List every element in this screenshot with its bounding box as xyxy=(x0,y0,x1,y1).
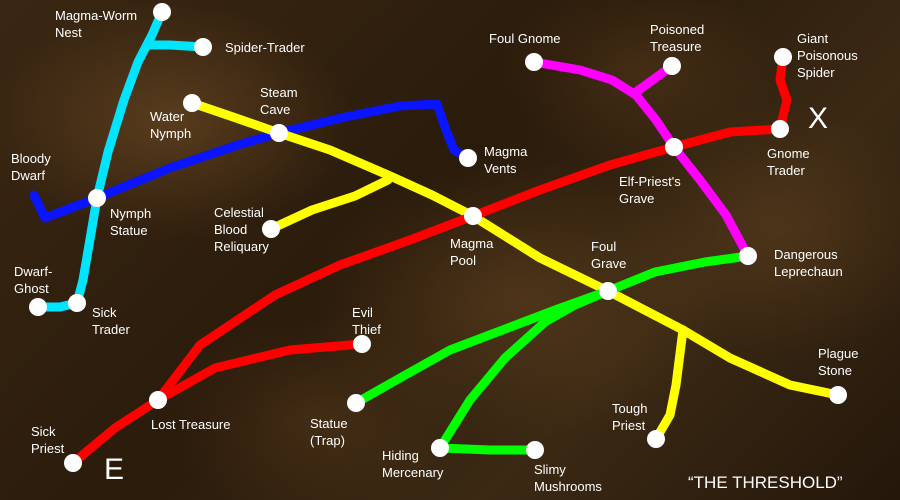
station-node-lost-treasure xyxy=(149,391,167,409)
end-marker: E xyxy=(104,453,125,486)
station-label-bloody-dwarf: Bloody Dwarf xyxy=(11,151,51,183)
station-node-dwarf-ghost xyxy=(29,298,47,316)
station-label-sick-trader: Sick Trader xyxy=(92,305,130,337)
station-label-steam-cave: Steam Cave xyxy=(260,85,298,117)
station-label-evil-thief: Evil Thief xyxy=(352,305,381,337)
station-node-foul-gnome xyxy=(525,53,543,71)
station-node-giant-poisonous-spider xyxy=(774,48,792,66)
station-label-dwarf-ghost: Dwarf- Ghost xyxy=(14,264,53,296)
station-node-magma-worm-nest xyxy=(153,3,171,21)
station-label-lost-treasure: Lost Treasure xyxy=(151,417,231,432)
station-node-slimy-mushrooms xyxy=(526,441,544,459)
station-label-foul-grave: Foul Grave xyxy=(591,239,627,271)
station-node-magma-pool xyxy=(464,207,482,225)
station-label-nymph-statue: Nymph Statue xyxy=(110,206,152,238)
station-node-statue-trap xyxy=(347,394,365,412)
station-label-plague-stone: Plague Stone xyxy=(818,346,859,378)
blue-line xyxy=(29,99,473,223)
station-node-steam-cave xyxy=(270,124,288,142)
red-branch xyxy=(153,339,367,405)
station-label-giant-poisonous-spider: Giant Poisonous Spider xyxy=(797,31,858,80)
yellow-branch-reliquary xyxy=(266,175,393,234)
station-nodes xyxy=(29,3,847,472)
station-label-slimy-mushrooms: Slimy Mushrooms xyxy=(534,462,602,494)
station-node-sick-trader xyxy=(68,294,86,312)
cyan-line xyxy=(33,7,167,312)
station-label-gnome-trader: Gnome Trader xyxy=(767,146,810,178)
yellow-branch-priest xyxy=(651,325,688,444)
start-marker: X xyxy=(808,102,829,135)
green-branch xyxy=(435,286,613,455)
station-node-elf-priests-grave xyxy=(665,138,683,156)
station-node-magma-vents xyxy=(459,149,477,167)
station-node-evil-thief xyxy=(353,335,371,353)
green-line xyxy=(351,251,753,408)
station-node-foul-grave xyxy=(599,282,617,300)
station-label-celestial-blood-reliquary: Celestial Blood Reliquary xyxy=(214,205,269,254)
cyan-branch xyxy=(143,40,208,52)
station-node-spider-trader xyxy=(194,38,212,56)
station-node-hiding-mercenary xyxy=(431,439,449,457)
station-node-dangerous-leprechaun xyxy=(739,247,757,265)
station-label-poisoned-treasure: Poisoned Treasure xyxy=(650,22,705,54)
magenta-line xyxy=(529,57,753,261)
station-node-water-nymph xyxy=(183,94,201,112)
station-label-magma-worm-nest: Magma-Worm Nest xyxy=(55,8,138,40)
station-label-magma-vents: Magma Vents xyxy=(484,144,528,176)
station-label-hiding-mercenary: Hiding Mercenary xyxy=(382,448,444,480)
station-label-dangerous-leprechaun: Dangerous Leprechaun xyxy=(774,247,843,279)
station-node-plague-stone xyxy=(829,386,847,404)
station-label-tough-priest: Tough Priest xyxy=(612,401,648,433)
station-node-gnome-trader xyxy=(771,120,789,138)
station-node-sick-priest xyxy=(64,454,82,472)
red-line xyxy=(68,52,792,468)
map-title: “THE THRESHOLD” xyxy=(688,473,843,492)
station-label-water-nymph: Water Nymph xyxy=(150,109,192,141)
station-label-foul-gnome: Foul Gnome xyxy=(489,31,561,46)
station-label-spider-trader: Spider-Trader xyxy=(225,40,305,55)
station-label-sick-priest: Sick Priest xyxy=(31,424,65,456)
station-node-tough-priest xyxy=(647,430,665,448)
station-node-celestial-blood-reliquary xyxy=(262,220,280,238)
station-label-statue-trap: Statue (Trap) xyxy=(310,416,348,448)
station-node-poisoned-treasure xyxy=(663,57,681,75)
station-label-elf-priests-grave: Elf-Priest's Grave xyxy=(619,174,681,206)
station-label-magma-pool: Magma Pool xyxy=(450,236,494,268)
station-node-nymph-statue xyxy=(88,189,106,207)
